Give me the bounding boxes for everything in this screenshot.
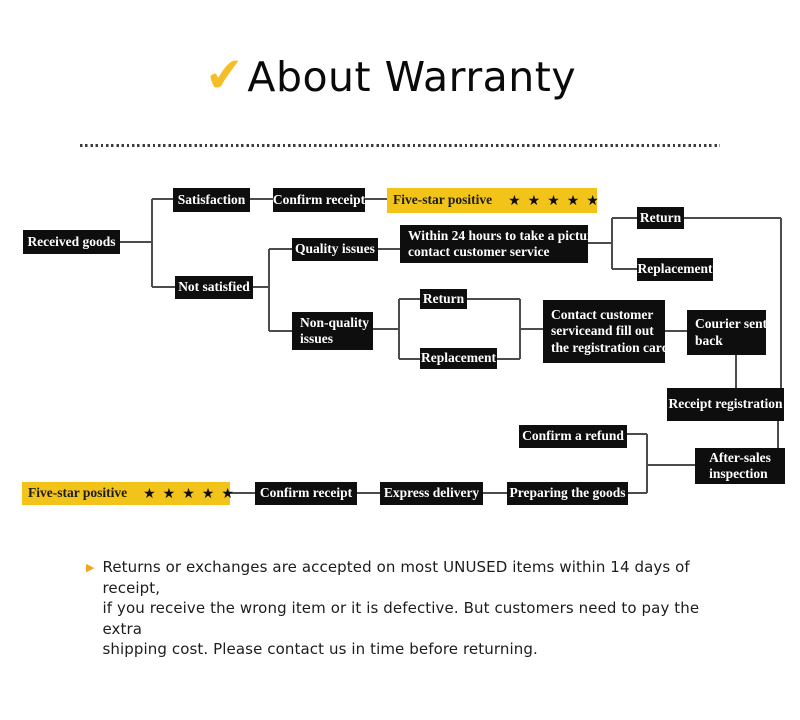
flowchart-node-replacement-top: Replacement: [637, 258, 713, 281]
connector-line: [628, 492, 647, 494]
flowchart-node-replacement-mid: Replacement: [420, 348, 497, 369]
flowchart-node-confirm-a-refund: Confirm a refund: [519, 425, 627, 448]
flowchart-node-preparing-the-goods: Preparing the goods: [507, 482, 628, 505]
flowchart-node-confirm-receipt-bottom: Confirm receipt: [255, 482, 357, 505]
connector-line: [777, 421, 779, 448]
connector-line: [152, 286, 175, 288]
connector-line: [399, 298, 420, 300]
connector-line: [588, 242, 612, 244]
flowchart-node-express-delivery: Express delivery: [380, 482, 483, 505]
connector-line: [373, 328, 399, 330]
connector-line: [627, 433, 647, 435]
connector-line: [780, 218, 782, 388]
connector-line: [665, 330, 687, 332]
connector-line: [467, 298, 520, 300]
connector-line: [152, 198, 173, 200]
connector-line: [497, 358, 520, 360]
flowchart-node-quality-issues: Quality issues: [292, 238, 378, 261]
returns-note: ▶ Returns or exchanges are accepted on m…: [86, 557, 741, 660]
flowchart-node-return-top: Return: [637, 207, 684, 229]
connector-line: [357, 492, 380, 494]
five-stars-icon: ★★★★★: [143, 485, 241, 502]
triangle-bullet-icon: ▶: [86, 561, 95, 574]
connector-line: [483, 492, 507, 494]
connector-line: [230, 492, 255, 494]
connector-line: [398, 299, 400, 359]
flowchart-node-receipt-registration: Receipt registration: [667, 388, 784, 421]
connector-line: [151, 199, 153, 287]
flowchart-node-contact-customer-service: Contact customer serviceand fill out the…: [543, 300, 669, 363]
flowchart-node-after-sales-inspection: After-sales inspection: [695, 448, 785, 484]
connector-line: [250, 198, 273, 200]
highlight-label: Five-star positive: [28, 485, 128, 501]
flowchart-node-within-24-hours: Within 24 hours to take a picture contac…: [400, 225, 599, 263]
connector-line: [735, 355, 737, 388]
flowchart-node-courier-sent-back: Courier sent back: [687, 310, 767, 355]
connector-line: [646, 434, 648, 493]
connector-line: [612, 268, 637, 270]
five-stars-icon: ★★★★★: [508, 192, 606, 209]
page-title: About Warranty: [247, 53, 577, 101]
flowchart-node-non-quality-issues: Non-quality issues: [292, 312, 373, 350]
flowchart-node-confirm-receipt-top: Confirm receipt: [273, 188, 365, 212]
connector-line: [120, 241, 152, 243]
flowchart-node-five-star-positive-bottom: Five-star positive★★★★★: [22, 482, 234, 505]
returns-note-text: Returns or exchanges are accepted on mos…: [102, 558, 700, 658]
flowchart-node-five-star-positive-top: Five-star positive★★★★★: [387, 188, 599, 213]
title-row: ✔ About Warranty: [203, 47, 577, 105]
flowchart-node-satisfaction: Satisfaction: [173, 188, 250, 212]
connector-line: [399, 358, 420, 360]
connector-line: [520, 328, 543, 330]
connector-line: [611, 218, 613, 269]
flowchart-node-received-goods: Received goods: [23, 230, 120, 254]
dotted-divider: [80, 144, 720, 147]
connector-line: [647, 464, 695, 466]
connector-line: [612, 217, 637, 219]
connector-line: [269, 248, 292, 250]
flowchart-node-return-mid: Return: [420, 289, 467, 309]
flowchart-node-not-satisfied: Not satisfied: [175, 276, 253, 299]
connector-line: [253, 286, 269, 288]
connector-line: [365, 198, 387, 200]
connector-line: [378, 248, 400, 250]
connector-line: [269, 330, 292, 332]
connector-line: [268, 249, 270, 331]
connector-line: [684, 217, 781, 219]
highlight-label: Five-star positive: [393, 192, 493, 208]
